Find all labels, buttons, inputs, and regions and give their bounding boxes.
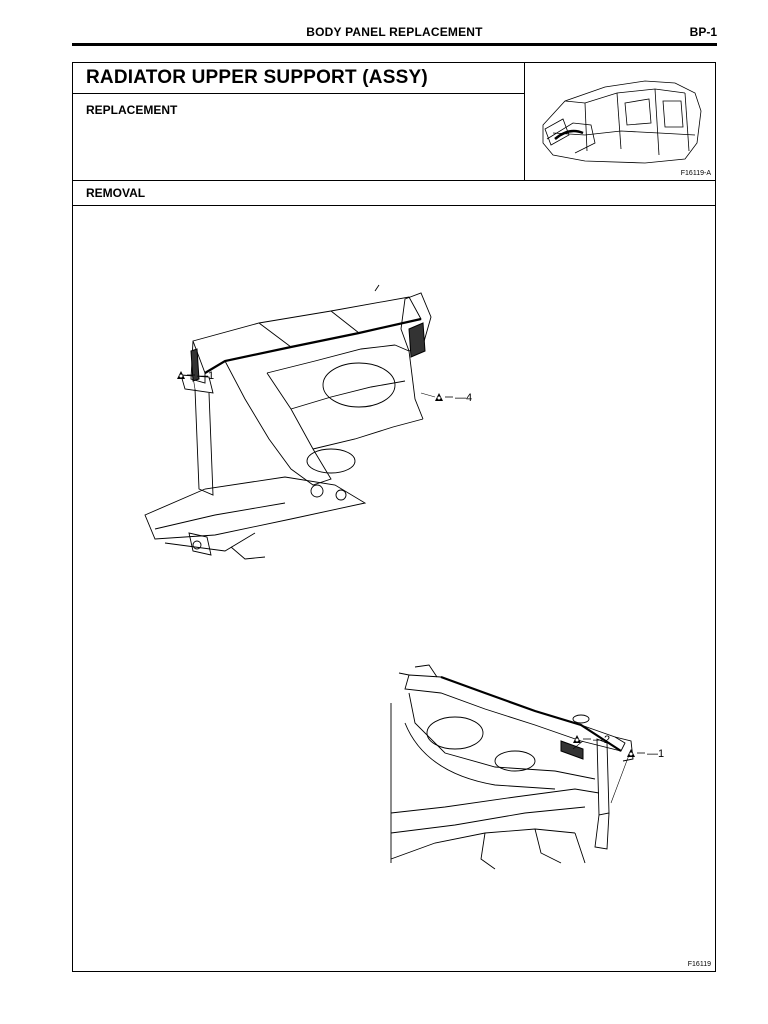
callout-weld-1b: —1 (610, 748, 664, 804)
removal-heading: REMOVAL (86, 186, 146, 200)
replacement-cell: REPLACEMENT (73, 94, 525, 180)
callout-label-1b: —1 (647, 748, 664, 760)
side-member-illustration: —2 —1 (390, 664, 664, 870)
page-header: BODY PANEL REPLACEMENT BP-1 (72, 22, 717, 44)
callout-weld-2: —2 (572, 734, 610, 750)
callout-weld-4: —4 (420, 392, 472, 404)
upper-support-illustration: —1 —4 (144, 284, 472, 560)
vehicle-thumbnail: F16119-A (525, 63, 715, 180)
vehicle-body-illustration (542, 80, 702, 164)
figure-code: F16119 (687, 961, 711, 968)
section-subtitle: REPLACEMENT (86, 103, 178, 117)
title-cell: RADIATOR UPPER SUPPORT (ASSY) (73, 63, 525, 94)
header-rule (72, 43, 717, 46)
thumbnail-code: F16119-A (680, 170, 711, 177)
header-title: BODY PANEL REPLACEMENT (306, 25, 483, 39)
callout-label-4: —4 (455, 392, 472, 404)
callout-label-1: —1 (197, 370, 214, 382)
callout-label-2: —2 (593, 734, 610, 746)
removal-bar: REMOVAL (73, 180, 715, 206)
procedure-frame: RADIATOR UPPER SUPPORT (ASSY) REPLACEMEN… (72, 62, 716, 972)
section-title: RADIATOR UPPER SUPPORT (ASSY) (86, 67, 428, 88)
callout-weld-1: —1 (177, 370, 214, 390)
page-number: BP-1 (689, 25, 717, 39)
